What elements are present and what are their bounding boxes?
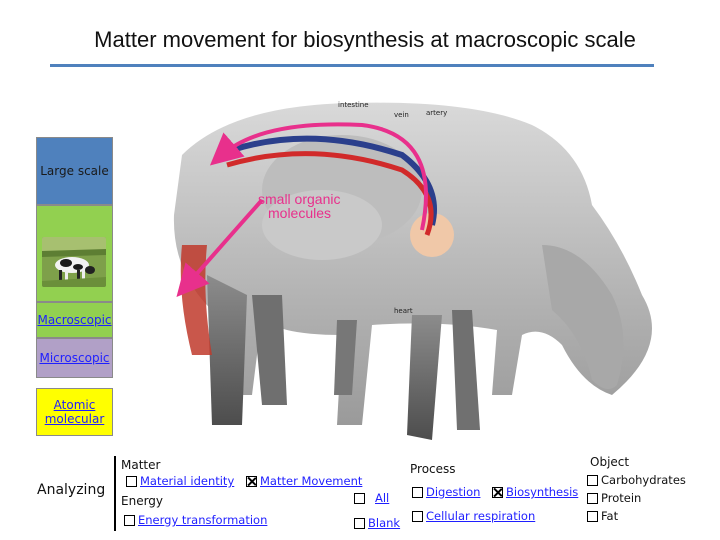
fat-label: Fat <box>601 509 618 523</box>
macroscopic-link[interactable]: Macroscopic <box>37 313 111 327</box>
vein-label: vein <box>394 111 409 119</box>
scale-macroscopic[interactable]: Macroscopic <box>36 302 113 338</box>
energy-header: Energy <box>121 494 163 508</box>
biosynthesis-checkbox[interactable] <box>492 487 503 498</box>
molecules-label: molecules <box>268 205 331 221</box>
matter-movement-checkbox[interactable] <box>246 476 257 487</box>
title-underline <box>50 64 654 67</box>
material-identity-link[interactable]: Material identity <box>140 474 234 488</box>
all-option[interactable]: All <box>354 491 389 505</box>
page-title: Matter movement for biosynthesis at macr… <box>0 27 720 53</box>
protein-checkbox[interactable] <box>587 493 598 504</box>
digestion-option[interactable]: Digestion <box>412 485 480 499</box>
digestion-link[interactable]: Digestion <box>426 485 480 499</box>
blank-checkbox[interactable] <box>354 518 365 529</box>
scale-large: Large scale <box>36 137 113 205</box>
scale-microscopic[interactable]: Microscopic <box>36 338 113 378</box>
all-link[interactable]: All <box>375 491 389 505</box>
protein-option[interactable]: Protein <box>587 491 641 505</box>
analyzing-label: Analyzing <box>37 482 105 498</box>
energy-transformation-link[interactable]: Energy transformation <box>138 513 267 527</box>
microscopic-link[interactable]: Microscopic <box>39 351 109 365</box>
object-header: Object <box>590 455 629 469</box>
carbohydrates-checkbox[interactable] <box>587 475 598 486</box>
energy-transformation-checkbox[interactable] <box>124 515 135 526</box>
cow-in-field-thumbnail <box>42 237 106 287</box>
material-identity-option[interactable]: Material identity <box>126 474 234 488</box>
protein-label: Protein <box>601 491 641 505</box>
digestion-checkbox[interactable] <box>412 487 423 498</box>
energy-transformation-option[interactable]: Energy transformation <box>124 513 267 527</box>
scale-large-label: Large scale <box>40 164 109 178</box>
cellular-respiration-checkbox[interactable] <box>412 511 423 522</box>
atomic-molecular-link[interactable]: Atomic molecular <box>37 398 112 426</box>
fat-checkbox[interactable] <box>587 511 598 522</box>
biosynthesis-option[interactable]: Biosynthesis <box>492 485 578 499</box>
all-checkbox[interactable] <box>354 493 365 504</box>
fat-option[interactable]: Fat <box>587 509 618 523</box>
matter-movement-link[interactable]: Matter Movement <box>260 474 362 488</box>
artery-label: artery <box>426 109 447 117</box>
material-identity-checkbox[interactable] <box>126 476 137 487</box>
scale-atomic-molecular[interactable]: Atomic molecular <box>36 388 113 436</box>
process-header: Process <box>410 462 456 476</box>
matter-movement-option[interactable]: Matter Movement <box>246 474 362 488</box>
cellular-respiration-option[interactable]: Cellular respiration <box>412 509 535 523</box>
carbohydrates-option[interactable]: Carbohydrates <box>587 473 686 487</box>
heart-label: heart <box>394 307 413 315</box>
cellular-respiration-link[interactable]: Cellular respiration <box>426 509 535 523</box>
intestine-label: intestine <box>338 101 369 109</box>
matter-header: Matter <box>121 458 160 472</box>
blank-link[interactable]: Blank <box>368 516 400 530</box>
biosynthesis-link[interactable]: Biosynthesis <box>506 485 578 499</box>
blank-option[interactable]: Blank <box>354 516 400 530</box>
carbohydrates-label: Carbohydrates <box>601 473 686 487</box>
analyzing-bracket <box>114 456 116 531</box>
